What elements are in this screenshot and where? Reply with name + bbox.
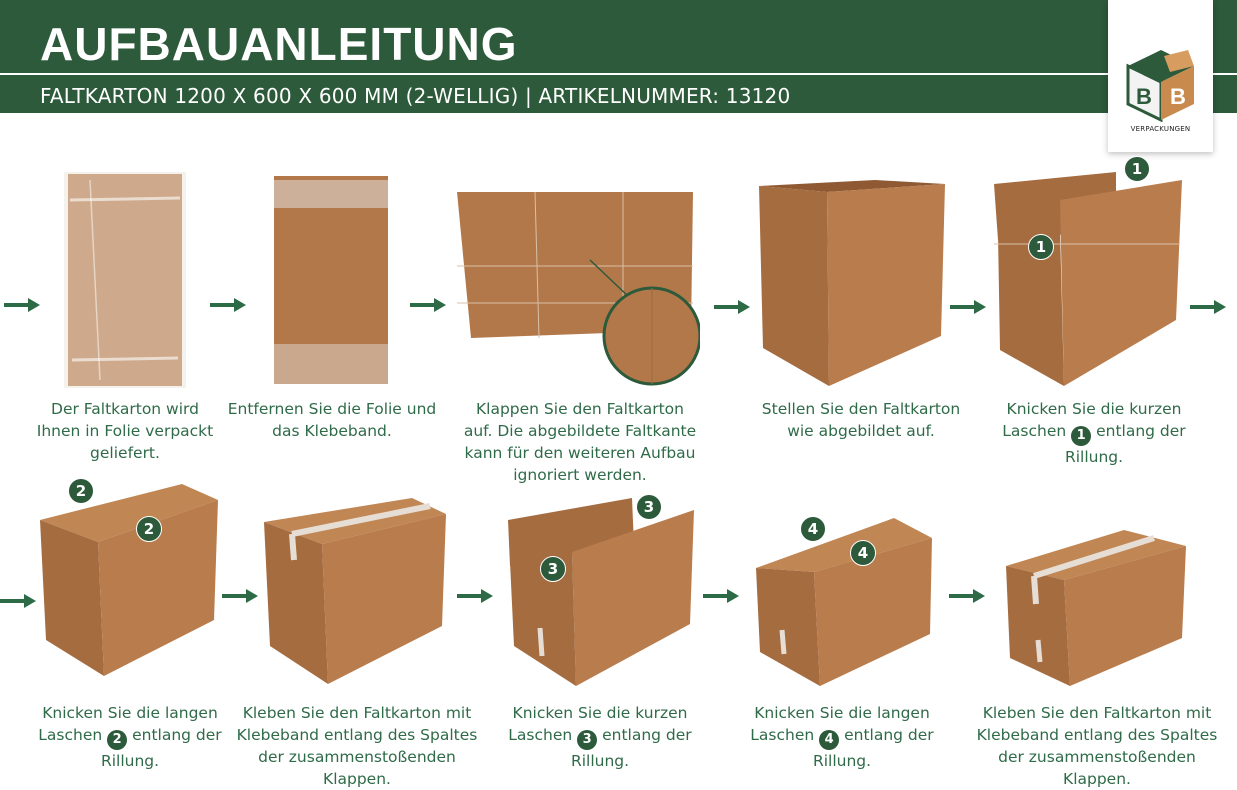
logo-brand-text: VERPACKUNGEN [1130,125,1191,133]
arrow-right-icon [210,298,246,312]
step-10-illustration [1004,528,1188,688]
step-1-illustration [60,170,190,390]
flap-number-badge: 4 [850,540,876,566]
flap-number-badge: 1 [1124,156,1150,182]
arrow-right-icon [410,298,446,312]
flap-number-icon: 1 [1071,426,1092,446]
step-2-illustration [270,172,392,387]
arrow-right-icon [714,300,750,314]
arrow-right-icon [949,589,985,603]
step-3-illustration [455,188,700,388]
step-10-caption: Kleben Sie den Faltkarton mit Klebeband … [976,704,1218,788]
step-2-caption: Entfernen Sie die Folie und das Klebeban… [227,400,437,440]
arrow-right-icon [1190,300,1226,314]
step-9-caption: Knicken Sie die langen Laschen 4 entlang… [750,704,934,770]
arrow-right-icon [4,298,40,312]
step-5-illustration: 1 1 [990,156,1186,388]
page-title: AUFBAUANLEITUNG [40,18,518,70]
flap-number-badge: 3 [540,556,566,582]
logo-letter-right: B [1170,84,1186,109]
step-5-caption: Knicken Sie die kurzen Laschen 1 entlang… [1002,400,1186,466]
step-3-caption: Klappen Sie den Faltkarton auf. Die abge… [463,400,697,484]
flap-number-badge: 2 [68,478,94,504]
flap-number-badge: 2 [136,516,162,542]
logo-letter-left: B [1136,84,1152,109]
header-banner: AUFBAUANLEITUNG FALTKARTON 1200 X 600 X … [0,0,1237,113]
flap-number-badge: 4 [800,516,826,542]
step-4-caption: Stellen Sie den Faltkarton wie abgebilde… [761,400,961,440]
arrow-right-icon [703,589,739,603]
flap-number-icon: 4 [819,730,840,750]
step-6-caption: Knicken Sie die langen Laschen 2 entlang… [38,704,222,770]
step-8-illustration: 3 3 [506,494,696,688]
flap-number-badge: 3 [636,494,662,520]
arrow-right-icon [950,300,986,314]
brand-logo: B B VERPACKUNGEN [1108,0,1213,152]
arrow-right-icon [457,589,493,603]
flap-number-icon: 3 [577,730,598,750]
step-7-caption: Kleben Sie den Faltkarton mit Klebeband … [236,704,478,788]
page-subtitle: FALTKARTON 1200 X 600 X 600 MM (2-WELLIG… [40,84,791,108]
step-7-illustration [262,496,448,686]
step-6-illustration: 2 2 [38,478,220,678]
flap-number-icon: 2 [107,730,128,750]
bb-cube-icon: B B [1126,50,1194,122]
step-4-illustration [755,176,951,388]
arrow-right-icon [0,594,36,608]
flap-number-badge: 1 [1028,234,1054,260]
step-1-caption: Der Faltkarton wird Ihnen in Folie verpa… [36,400,214,462]
step-8-caption: Knicken Sie die kurzen Laschen 3 entlang… [508,704,692,770]
arrow-right-icon [222,589,258,603]
step-9-illustration: 4 4 [754,514,936,688]
header-divider [0,73,1237,75]
